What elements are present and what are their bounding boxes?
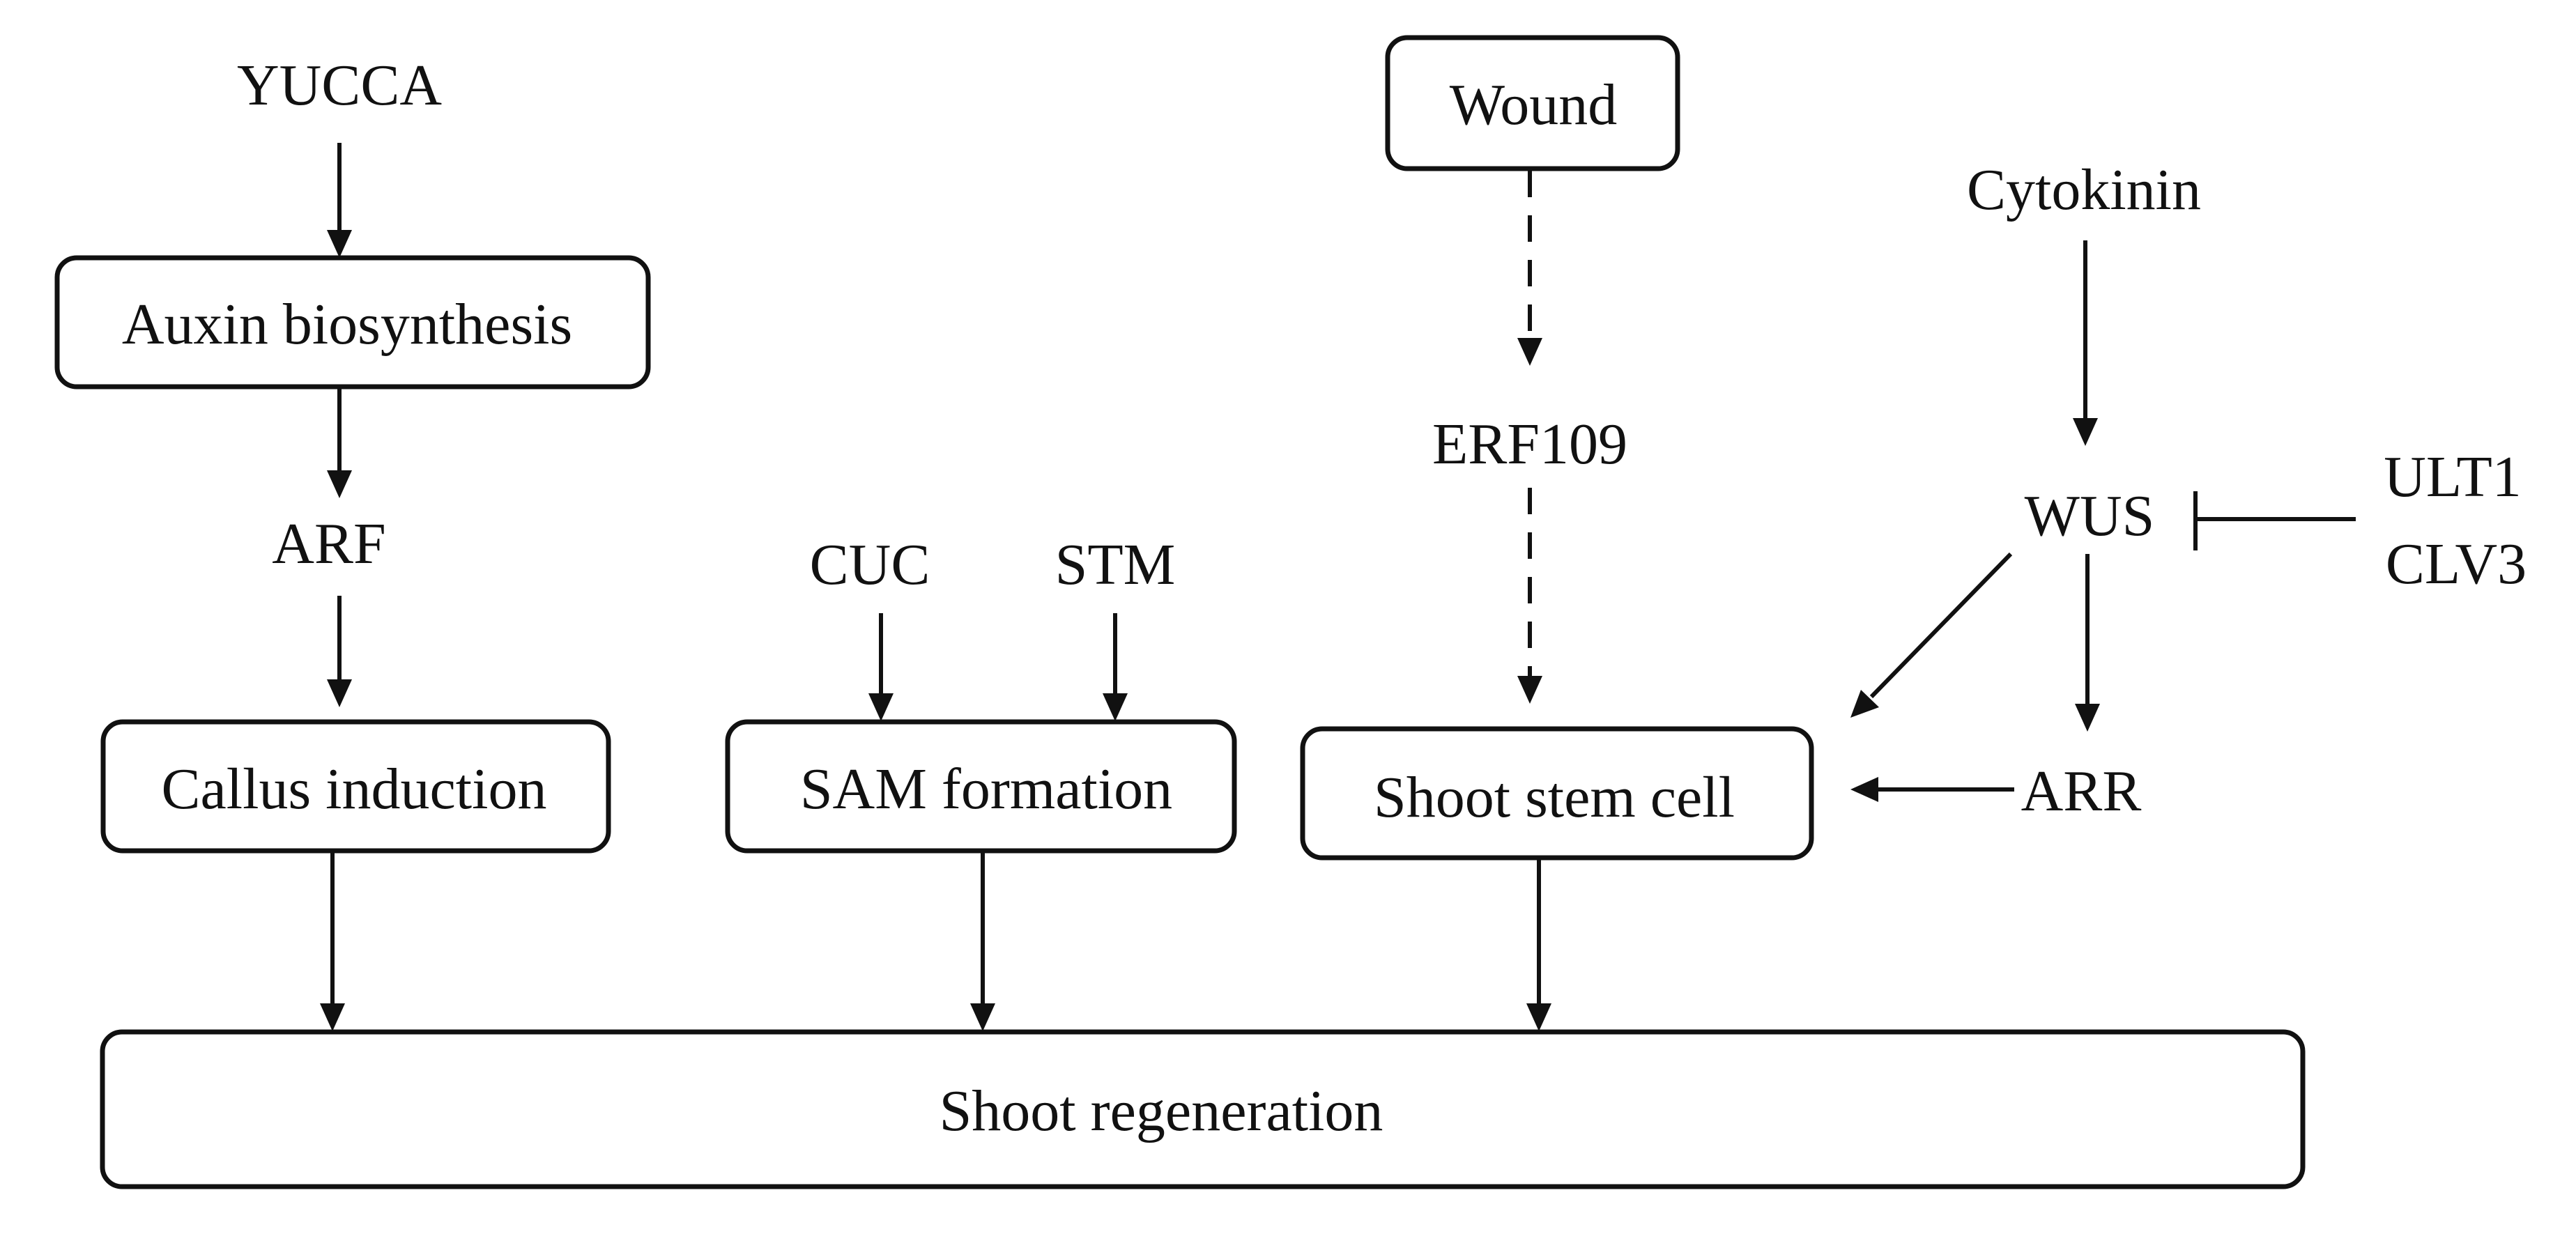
label-cuc: CUC <box>810 532 930 597</box>
edge-wus-to-shoot-stem-cell <box>1850 552 2013 718</box>
label-erf109: ERF109 <box>1432 412 1627 477</box>
edge-wus-to-arr <box>2075 554 2100 732</box>
label-shoot-stem-cell: Shoot stem cell <box>1374 765 1735 830</box>
auxin-biosynthesis-box <box>54 255 651 390</box>
label-callus-induction: Callus induction <box>162 757 547 822</box>
wound-box <box>1385 35 1680 171</box>
label-clv3: CLV3 <box>2386 532 2527 596</box>
edge-arf-to-callus <box>327 596 352 707</box>
label-auxin-biosynthesis: Auxin biosynthesis <box>122 292 572 357</box>
label-arr: ARR <box>2021 759 2142 824</box>
shoot-regeneration-box <box>100 1029 2306 1189</box>
shoot-stem-cell-box <box>1300 726 1814 861</box>
label-ult1: ULT1 <box>2384 445 2522 509</box>
edge-callus-to-shoot-regeneration <box>320 853 345 1031</box>
label-cytokinin: Cytokinin <box>1967 157 2201 222</box>
edge-erf109-to-shoot-stem-cell <box>1517 488 1542 704</box>
edge-auxin-to-arf <box>327 389 352 498</box>
edge-cuc-to-sam <box>868 613 894 721</box>
label-sam-formation: SAM formation <box>800 757 1172 822</box>
edge-stem-cell-to-shoot-regeneration <box>1526 860 1551 1031</box>
edge-cytokinin-to-wus <box>2073 240 2098 446</box>
edge-wound-to-erf109 <box>1517 171 1542 366</box>
label-wus: WUS <box>2025 484 2155 548</box>
edge-stm-to-sam <box>1103 613 1128 721</box>
label-stm: STM <box>1055 532 1176 597</box>
callus-induction-box <box>100 719 611 854</box>
label-yucca: YUCCA <box>237 53 442 118</box>
edge-ult1-clv3-inhibits-wus <box>2193 491 2356 550</box>
edge-sam-to-shoot-regeneration <box>970 853 995 1031</box>
edge-yucca-to-auxin <box>327 143 352 258</box>
sam-formation-box <box>725 719 1237 854</box>
label-arf: ARF <box>272 511 385 576</box>
edge-arr-to-shoot-stem-cell <box>1850 777 2014 802</box>
label-shoot-regeneration: Shoot regeneration <box>940 1079 1383 1143</box>
label-wound: Wound <box>1450 72 1618 137</box>
